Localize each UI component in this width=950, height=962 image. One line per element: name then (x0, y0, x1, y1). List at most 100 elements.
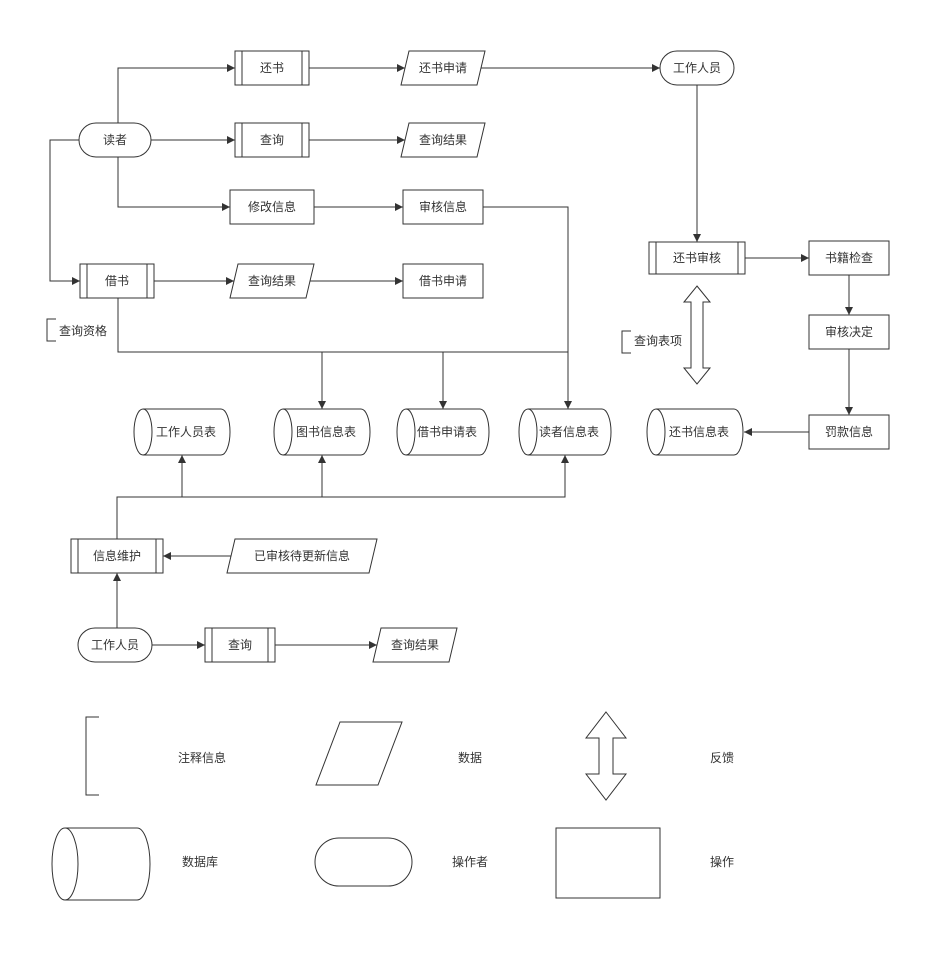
node-staff1: 工作人员 (659, 50, 735, 86)
legend-label: 数据库 (182, 854, 218, 869)
node-label: 查询结果 (248, 274, 296, 288)
annotation-label: 查询资格 (59, 323, 107, 338)
node-label: 工作人员 (91, 638, 139, 652)
parallelogram-shape (400, 50, 486, 86)
legend-label: 注释信息 (178, 750, 226, 765)
node-staff2: 工作人员 (77, 627, 153, 663)
legend-label: 反馈 (710, 751, 734, 765)
rect-shape (229, 189, 315, 225)
process-side-bars (86, 264, 148, 298)
node-borrow-apply: 借书申请 (402, 263, 484, 299)
cylinder-shape (518, 408, 612, 456)
node-return-table: 还书信息表 (646, 408, 744, 456)
node-label: 查询 (260, 133, 284, 147)
node-label: 查询结果 (419, 133, 467, 147)
process-shape (234, 50, 310, 86)
node-label: 借书 (105, 274, 129, 288)
node-label: 还书信息表 (669, 424, 729, 439)
legend-item-stadium: 操作者 (314, 837, 488, 887)
process-shape (648, 241, 746, 275)
cylinder-inner-arc (282, 408, 293, 456)
parallelogram-shape (400, 122, 486, 158)
legend-item-bracket: 注释信息 (85, 716, 226, 796)
legend-label: 操作 (710, 854, 734, 869)
rect-shape (402, 263, 484, 299)
node-modify-info: 修改信息 (229, 189, 315, 225)
cylinder-shape (133, 408, 231, 456)
node-label: 工作人员 (673, 61, 721, 75)
node-label: 书籍检查 (825, 250, 873, 265)
node-audit-decision: 审核决定 (808, 314, 890, 350)
node-borrow: 借书 (79, 263, 155, 299)
node-label: 查询 (228, 638, 252, 652)
feedback-arrow (682, 285, 712, 385)
annotation-query-items: 查询表项 (621, 330, 682, 354)
annotation-label: 查询表项 (634, 334, 682, 348)
node-label: 读者信息表 (539, 424, 599, 439)
bracket-icon (621, 330, 631, 354)
edge-reader-to-return (117, 64, 235, 123)
node-label: 还书审核 (673, 250, 721, 265)
legend-item-rectangle: 操作 (555, 827, 734, 899)
process-side-bars (655, 242, 739, 274)
node-label: 已审核待更新信息 (254, 548, 350, 563)
node-label: 审核决定 (825, 324, 873, 339)
node-label: 还书 (260, 61, 284, 75)
edges (49, 64, 853, 649)
annotation-query-qualification: 查询资格 (46, 318, 107, 342)
parallelogram-shape (315, 721, 403, 786)
legend-item-feedback: 反馈 (584, 711, 734, 801)
cylinder-inner-arc (64, 827, 79, 901)
bracket-icon (85, 716, 99, 796)
node-fine-info: 罚款信息 (808, 414, 890, 450)
legend-item-parallelogram: 数据 (315, 721, 482, 786)
node-query-result2: 查询结果 (229, 263, 315, 299)
node-return-apply: 还书申请 (400, 50, 486, 86)
edge-auditinfo-to-readertable (483, 206, 572, 409)
cylinder-inner-arc (655, 408, 666, 456)
node-label: 修改信息 (248, 199, 296, 214)
legend-label: 操作者 (452, 854, 488, 869)
node-query2: 查询 (204, 627, 276, 663)
rect-shape (808, 314, 890, 350)
rect-shape (402, 189, 484, 225)
stadium-shape (659, 50, 735, 86)
node-label: 借书申请表 (417, 425, 477, 439)
process-side-bars (211, 628, 269, 662)
node-return-audit: 还书审核 (648, 241, 746, 275)
cylinder-shape (396, 408, 490, 456)
parallelogram-shape (229, 263, 315, 299)
node-label: 信息维护 (93, 548, 141, 563)
node-label: 查询结果 (391, 638, 439, 652)
node-info-maintain: 信息维护 (70, 538, 164, 574)
node-label: 读者 (103, 133, 127, 147)
stadium-shape (78, 122, 152, 158)
edge-reader-to-borrow (49, 139, 80, 285)
node-staff-table: 工作人员表 (133, 408, 231, 456)
node-audited-update: 已审核待更新信息 (226, 538, 378, 574)
cylinder-inner-arc (527, 408, 538, 456)
node-reader: 读者 (78, 122, 152, 158)
node-borrow-table: 借书申请表 (396, 408, 490, 456)
nodes: 读者 工作人员 工作人员 还书 查询 借书 还书审核 (46, 50, 890, 663)
node-audit-info: 审核信息 (402, 189, 484, 225)
node-reader-table: 读者信息表 (518, 408, 612, 456)
edge-maintain-to-readertable (116, 455, 569, 539)
legend-item-cylinder: 数据库 (51, 827, 218, 901)
node-return-book: 还书 (234, 50, 310, 86)
process-shape (234, 122, 310, 158)
node-query-result1: 查询结果 (400, 122, 486, 158)
process-side-bars (77, 539, 157, 573)
node-label: 工作人员表 (156, 425, 216, 439)
cylinder-shape (646, 408, 744, 456)
process-side-bars (241, 51, 303, 85)
cylinder-shape (51, 827, 151, 901)
node-query-result3: 查询结果 (372, 627, 458, 663)
cylinder-inner-arc (142, 408, 153, 456)
rect-shape (555, 827, 661, 899)
stadium-shape (77, 627, 153, 663)
cylinder-shape (273, 408, 371, 456)
process-shape (79, 263, 155, 299)
node-label: 还书申请 (419, 61, 467, 75)
